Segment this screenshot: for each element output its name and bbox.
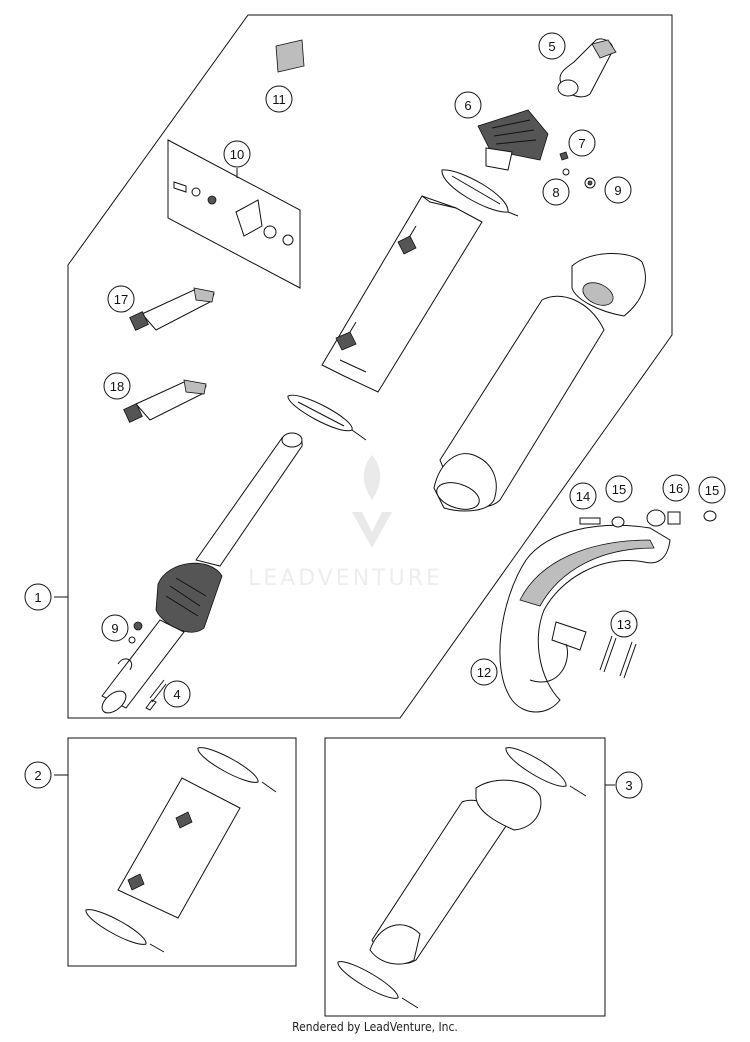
part-4-spring [145, 679, 167, 711]
svg-text:6: 6 [464, 98, 471, 113]
callout-7: 7 [568, 129, 596, 157]
callout-14: 14 [569, 482, 597, 510]
part-18-tube [123, 379, 207, 423]
svg-text:3: 3 [625, 778, 632, 793]
callout-18: 18 [103, 372, 131, 400]
silencer-inner-assembly [101, 432, 303, 714]
svg-text:2: 2 [34, 768, 41, 783]
callout-16: 16 [662, 474, 690, 502]
svg-text:13: 13 [617, 617, 631, 632]
callout-6: 6 [454, 91, 482, 119]
part-13-springs [599, 635, 637, 679]
hardware-14-15-16 [579, 509, 717, 528]
svg-text:16: 16 [669, 481, 683, 496]
callout-12: 12 [470, 658, 498, 686]
svg-text:15: 15 [612, 482, 626, 497]
hardware-9-left [128, 621, 143, 644]
callout-5: 5 [538, 32, 566, 60]
svg-text:18: 18 [110, 379, 124, 394]
callout-4: 4 [163, 680, 191, 708]
part-11-pad [275, 39, 305, 73]
kit-box-3 [324, 737, 606, 1017]
callout-13: 13 [610, 610, 638, 638]
svg-text:10: 10 [230, 147, 244, 162]
svg-text:5: 5 [548, 39, 555, 54]
part-6-end-cap [477, 109, 549, 171]
callout-10: 10 [223, 140, 251, 178]
part-17-tube [129, 287, 215, 331]
kit-2-contents [85, 747, 277, 953]
callout-1: 1 [24, 583, 68, 611]
callout-11: 11 [265, 85, 293, 113]
part-12-header-pipe [499, 524, 671, 713]
footer-credit: Rendered by LeadVenture, Inc. [292, 1020, 458, 1034]
silencer-can [433, 253, 646, 512]
callout-9-right: 9 [604, 176, 632, 204]
svg-text:9: 9 [614, 183, 621, 198]
callout-3: 3 [605, 771, 643, 799]
svg-text:1: 1 [34, 590, 41, 605]
gasket-mid [287, 394, 367, 441]
callout-8: 8 [542, 178, 570, 206]
svg-text:9: 9 [111, 621, 118, 636]
svg-text:17: 17 [114, 292, 128, 307]
svg-text:7: 7 [578, 136, 585, 151]
svg-text:8: 8 [552, 185, 559, 200]
part-10-frame [167, 139, 301, 289]
callout-15-left: 15 [605, 475, 633, 503]
part-10-hardware [173, 181, 294, 246]
main-assembly-frame [67, 14, 673, 719]
kit-box-2 [67, 737, 297, 967]
watermark-logo: LEADVENTURE [248, 455, 443, 591]
svg-text:LEADVENTURE: LEADVENTURE [248, 566, 443, 591]
svg-text:11: 11 [272, 92, 286, 107]
callout-9-left: 9 [101, 614, 129, 642]
kit-3-contents [337, 747, 587, 1009]
svg-text:15: 15 [705, 483, 719, 498]
gasket-upper [441, 169, 519, 217]
callout-2: 2 [24, 761, 68, 789]
hardware-7-8-9 [559, 151, 596, 189]
part-5-end-cap [557, 38, 617, 98]
callout-15-right: 15 [698, 476, 726, 504]
silencer-outer-shell [321, 195, 483, 393]
callout-17: 17 [107, 285, 135, 313]
svg-text:12: 12 [477, 665, 491, 680]
svg-text:14: 14 [576, 489, 590, 504]
svg-text:4: 4 [173, 687, 180, 702]
